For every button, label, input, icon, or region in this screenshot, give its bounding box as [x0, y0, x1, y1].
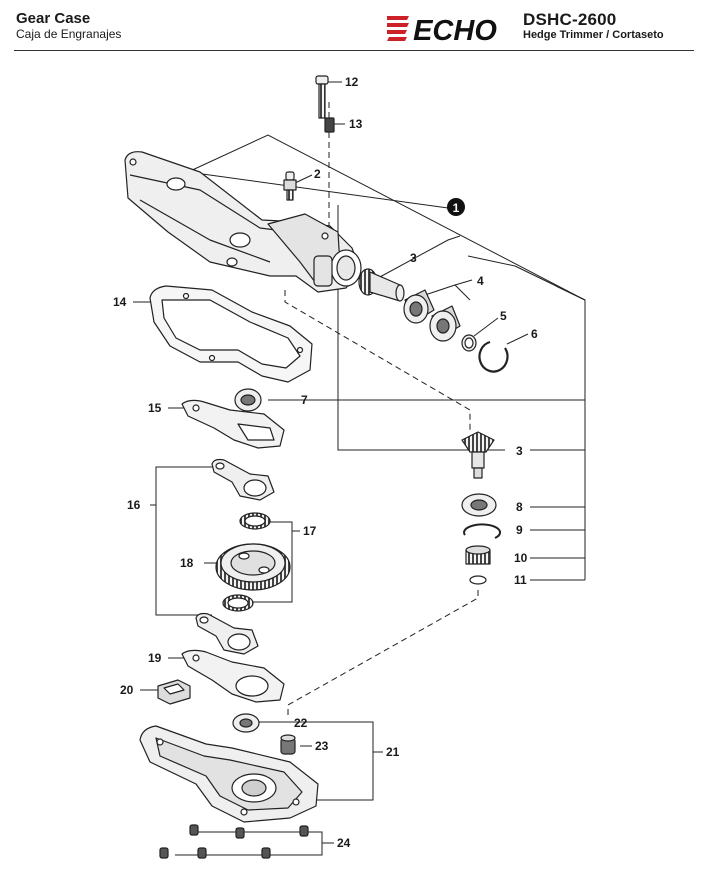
callout-13: 13 [349, 117, 363, 131]
callout-3-top: 3 [410, 251, 417, 265]
callout-7: 7 [301, 393, 308, 407]
callout-18: 18 [180, 556, 194, 570]
callout-19: 19 [148, 651, 162, 665]
model-description: Hedge Trimmer / Cortaseto [523, 29, 664, 41]
part-5-washer [461, 334, 477, 352]
part-22-bearing [232, 713, 260, 733]
part-17-needle-bearing-upper [239, 512, 271, 530]
assembly-marker: 1 [447, 198, 465, 216]
page-header-right: DSHC-2600 Hedge Trimmer / Cortaseto [523, 10, 664, 42]
callout-23: 23 [315, 739, 329, 753]
page-header-left: Gear Case Caja de Engranajes [16, 10, 121, 42]
callout-8: 8 [516, 500, 523, 514]
part-11-washer [469, 575, 487, 585]
part-16-crank-arm-upper [211, 458, 275, 501]
callout-2: 2 [314, 167, 321, 181]
model-number: DSHC-2600 [523, 10, 617, 29]
part-24-screws [159, 824, 309, 859]
leader-lines [133, 81, 586, 856]
section-subtitle: Caja de Engranajes [16, 27, 122, 41]
part-17-needle-bearing-lower [222, 594, 254, 612]
callout-20: 20 [120, 683, 134, 697]
part-16-crank-arm-lower [195, 612, 259, 655]
part-10-pinion [465, 545, 491, 565]
part-19-plate [181, 649, 285, 703]
assembly-marker-number: 1 [453, 201, 460, 215]
callout-22: 22 [294, 716, 308, 730]
callout-10: 10 [514, 551, 528, 565]
part-8-bearing [461, 493, 497, 517]
brand-text: ECHO [413, 15, 497, 43]
callout-6: 6 [531, 327, 538, 341]
part-4-bearing-a [403, 289, 435, 324]
part-20-clip [157, 679, 191, 705]
callout-21: 21 [386, 745, 400, 759]
part-7-bearing [234, 388, 262, 412]
callout-16: 16 [127, 498, 141, 512]
part-21-gear-case-lower [139, 725, 319, 823]
callout-4: 4 [477, 274, 484, 288]
callout-5: 5 [500, 309, 507, 323]
callout-15: 15 [148, 401, 162, 415]
part-3-pinion-shaft [358, 268, 405, 302]
callout-14: 14 [113, 295, 127, 309]
part-9-snap-ring [463, 523, 502, 539]
section-title: Gear Case [16, 10, 91, 27]
part-12-bolt [315, 75, 329, 119]
part-14-gasket [149, 285, 313, 383]
parts [124, 75, 509, 859]
callout-12: 12 [345, 75, 359, 89]
part-13-screw [324, 117, 335, 133]
part-3-bevel-gear [461, 431, 495, 479]
part-1-gear-case-upper [124, 151, 362, 293]
part-18-gear [215, 543, 291, 591]
part-6-snap-ring [478, 340, 509, 373]
part-23-bushing [280, 734, 296, 755]
callout-11: 11 [514, 573, 527, 587]
callout-17: 17 [303, 524, 317, 538]
header-rule [14, 50, 694, 51]
part-4-bearing-b [429, 305, 461, 342]
callout-numbers: 12 13 2 3 4 5 6 14 15 7 3 8 9 10 11 16 1… [113, 75, 538, 850]
callout-9: 9 [516, 523, 523, 537]
part-15-plate [181, 399, 285, 449]
callout-3-right: 3 [516, 444, 523, 458]
callout-24: 24 [337, 836, 351, 850]
part-2-grease-fitting [283, 171, 297, 201]
echo-logo: ECHO [387, 15, 497, 43]
